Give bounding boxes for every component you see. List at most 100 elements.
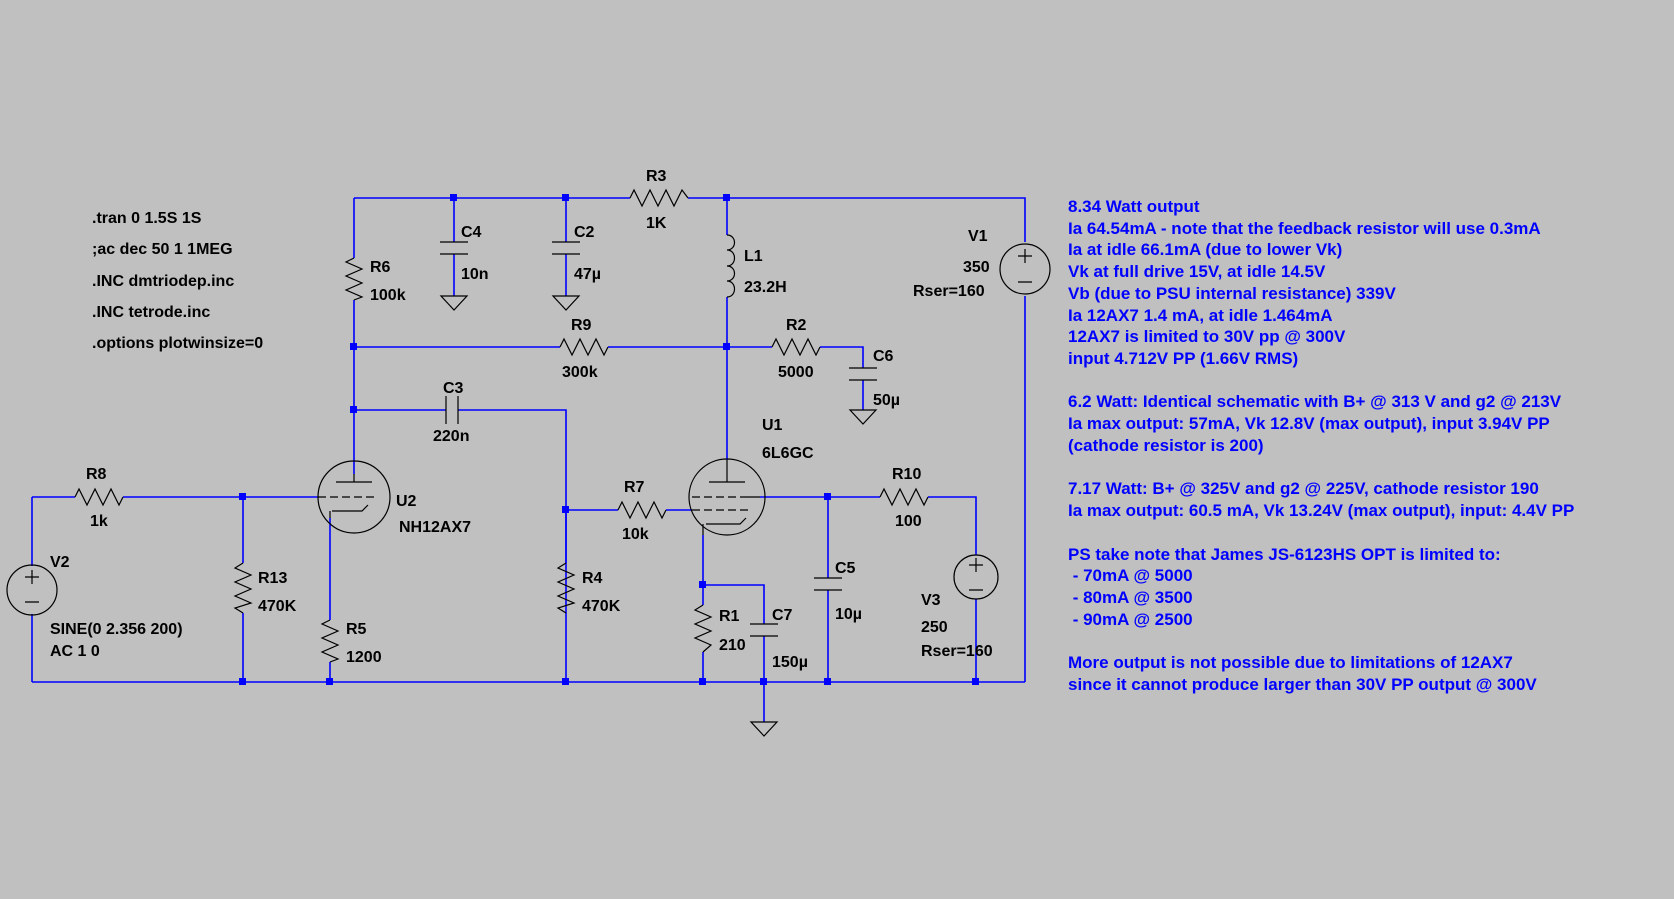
design-notes[interactable]: 8.34 Watt output Ia 64.54mA - note that …	[1068, 197, 1574, 694]
resistor-r13[interactable]: R13 470K	[233, 562, 297, 615]
voltage-source-v3[interactable]: V3 250 Rser=160	[921, 554, 999, 660]
wire-c3-right	[458, 409, 567, 682]
junction	[562, 194, 569, 201]
junction	[350, 343, 357, 350]
note-line: since it cannot produce larger than 30V …	[1068, 675, 1537, 694]
resistor-r8[interactable]: R8 1k	[74, 466, 124, 530]
note-line: Ia max output: 57mA, Vk 12.8V (max outpu…	[1068, 414, 1550, 433]
wire-c7-top	[703, 584, 765, 624]
r2-name: R2	[786, 317, 807, 334]
junction	[723, 194, 730, 201]
junction	[699, 581, 706, 588]
note-line: 8.34 Watt output	[1068, 197, 1200, 216]
junction	[824, 678, 831, 685]
ground-c6	[848, 409, 878, 425]
r10-value: 100	[895, 513, 922, 530]
note-line: Vb (due to PSU internal resistance) 339V	[1068, 284, 1396, 303]
resistor-r6[interactable]: R6 100k	[344, 257, 406, 304]
inductor-l1[interactable]: L1 23.2H	[726, 234, 787, 298]
wire-r10-right	[928, 496, 977, 555]
note-line: 7.17 Watt: B+ @ 325V and g2 @ 225V, cath…	[1068, 479, 1539, 498]
directive-tran[interactable]: .tran 0 1.5S 1S	[92, 210, 202, 227]
capacitor-c6[interactable]: C6 50µ	[849, 348, 900, 409]
directive-inc-tetrode[interactable]: .INC tetrode.inc	[92, 304, 210, 321]
resistor-r7[interactable]: R7 10k	[617, 479, 667, 543]
v2-ac: AC 1 0	[50, 643, 100, 660]
capacitor-c5[interactable]: C5 10µ	[814, 560, 862, 623]
junction	[972, 678, 979, 685]
r1-name: R1	[719, 608, 740, 625]
capacitor-c7[interactable]: C7 150µ	[750, 607, 808, 671]
resistor-r9[interactable]: R9 300k	[559, 317, 609, 381]
u2-name: U2	[396, 493, 417, 510]
r4-name: R4	[582, 570, 603, 587]
capacitor-c3[interactable]: C3 220n	[433, 380, 469, 445]
v3-rser: Rser=160	[921, 643, 993, 660]
note-line: Ia at idle 66.1mA (due to lower Vk)	[1068, 240, 1342, 259]
v1-value: 350	[963, 259, 990, 276]
note-line: - 80mA @ 3500	[1068, 588, 1193, 607]
junction	[562, 506, 569, 513]
voltage-source-v2[interactable]: V2 SINE(0 2.356 200) AC 1 0	[6, 554, 183, 660]
c7-name: C7	[772, 607, 793, 624]
note-line: input 4.712V PP (1.66V RMS)	[1068, 349, 1298, 368]
v1-name: V1	[968, 228, 988, 245]
note-line: Ia 12AX7 1.4 mA, at idle 1.464mA	[1068, 306, 1333, 325]
wires	[31, 197, 1026, 722]
note-line: - 90mA @ 2500	[1068, 610, 1193, 629]
c7-value: 150µ	[772, 654, 808, 671]
l1-name: L1	[744, 248, 763, 265]
junction	[239, 678, 246, 685]
note-line: Ia max output: 60.5 mA, Vk 13.24V (max o…	[1068, 501, 1574, 520]
resistor-r10[interactable]: R10 100	[879, 466, 929, 530]
r8-value: 1k	[90, 513, 108, 530]
spice-directives: .tran 0 1.5S 1S ;ac dec 50 1 1MEG .INC d…	[92, 210, 263, 352]
r4-value: 470K	[582, 598, 621, 615]
c4-name: C4	[461, 224, 482, 241]
directive-ac[interactable]: ;ac dec 50 1 1MEG	[92, 241, 233, 258]
resistor-r5[interactable]: R5 1200	[320, 619, 382, 666]
capacitor-c4[interactable]: C4 10n	[440, 224, 489, 283]
tube-u1-6l6gc[interactable]: U1 6L6GC	[688, 417, 814, 536]
directive-options[interactable]: .options plotwinsize=0	[92, 335, 263, 352]
junction	[723, 343, 730, 350]
c3-name: C3	[443, 380, 464, 397]
voltage-source-v1[interactable]: V1 350 Rser=160	[913, 228, 1051, 300]
l1-value: 23.2H	[744, 279, 787, 296]
capacitor-c2[interactable]: C2 47µ	[552, 224, 601, 283]
r5-value: 1200	[346, 649, 382, 666]
resistor-r1[interactable]: R1 210	[693, 604, 746, 654]
note-line: - 70mA @ 5000	[1068, 566, 1193, 585]
junction	[350, 406, 357, 413]
r10-name: R10	[892, 466, 921, 483]
r9-name: R9	[571, 317, 592, 334]
ground-c4	[439, 295, 469, 311]
note-line: PS take note that James JS-6123HS OPT is…	[1068, 545, 1501, 564]
junction	[699, 678, 706, 685]
ground-symbols	[439, 295, 878, 737]
resistor-r4[interactable]: R4 470K	[556, 562, 621, 615]
c2-value: 47µ	[574, 266, 601, 283]
note-line: 12AX7 is limited to 30V pp @ 300V	[1068, 327, 1346, 346]
directive-inc-triode[interactable]: .INC dmtriodep.inc	[92, 273, 234, 290]
r7-name: R7	[624, 479, 645, 496]
v2-name: V2	[50, 554, 70, 571]
ground-c2	[551, 295, 581, 311]
resistor-r2[interactable]: R2 5000	[771, 317, 821, 381]
resistor-r3[interactable]: R3 1K	[629, 168, 689, 232]
wire-r2-right	[820, 346, 864, 368]
r3-name: R3	[646, 168, 667, 185]
note-line: More output is not possible due to limit…	[1068, 653, 1513, 672]
wire-top-rail-right	[688, 197, 1026, 242]
note-line: 6.2 Watt: Identical schematic with B+ @ …	[1068, 392, 1562, 411]
junctions	[239, 194, 979, 685]
r1-value: 210	[719, 637, 746, 654]
c6-value: 50µ	[873, 392, 900, 409]
note-line: Ia 64.54mA - note that the feedback resi…	[1068, 219, 1541, 238]
tube-u2-12ax7[interactable]: U2 NH12AX7	[317, 460, 471, 536]
note-line: (cathode resistor is 200)	[1068, 436, 1264, 455]
r2-value: 5000	[778, 364, 814, 381]
junction	[562, 678, 569, 685]
u1-name: U1	[762, 417, 783, 434]
